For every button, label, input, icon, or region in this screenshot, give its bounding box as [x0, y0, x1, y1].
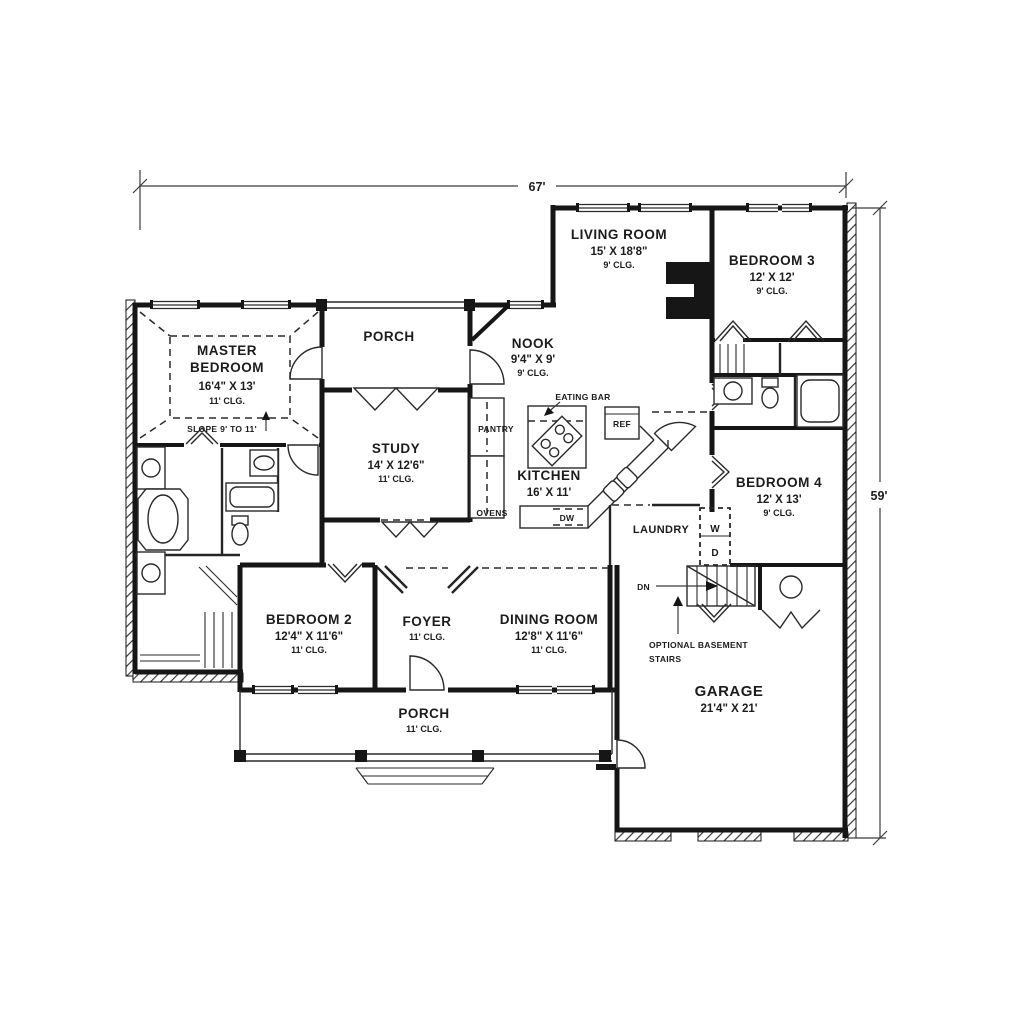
bedroom2-size: 12'4" X 11'6": [275, 631, 343, 643]
window: [557, 685, 595, 695]
refrigerator-label: REF: [613, 419, 631, 429]
nook-ceiling: 9' CLG.: [517, 368, 548, 378]
ovens-label: OVENS: [476, 508, 507, 518]
bedroom4-ceiling: 9' CLG.: [763, 508, 794, 518]
dryer-label: D: [711, 548, 718, 559]
fireplace: [666, 262, 712, 319]
master-door-arc: [289, 346, 323, 380]
window: [782, 203, 812, 213]
dining-room-size: 12'8" X 11'6": [515, 631, 583, 643]
french-door-right: [394, 387, 440, 412]
study-south-door-right: [408, 521, 440, 539]
foyer-entry-stubs: [376, 565, 479, 594]
water-heater: [779, 575, 803, 599]
garage-size: 21'4" X 21': [701, 703, 758, 715]
wall-openings: [184, 337, 743, 768]
nook-name: NOOK: [512, 336, 555, 351]
porch-steps: [355, 767, 495, 785]
garage-side-door-arc: [616, 739, 646, 769]
nook-size: 9'4" X 9': [511, 354, 555, 366]
garage-side-stoop: [596, 764, 616, 770]
window: [150, 300, 200, 310]
window: [576, 203, 630, 213]
dashed-lines: [139, 311, 708, 569]
kitchen-counter-south: [519, 505, 589, 529]
study-south-door-left: [380, 521, 412, 539]
slope-note: SLOPE 9' TO 11': [187, 424, 257, 434]
laundry-name: LAUNDRY: [633, 524, 689, 536]
window: [746, 203, 778, 213]
living-room-ceiling: 9' CLG.: [603, 260, 634, 270]
toilet-icon: [761, 387, 779, 409]
utility-area: [656, 507, 803, 634]
master-hall-door-arc: [287, 444, 319, 476]
bedroom2-ceiling: 11' CLG.: [291, 645, 327, 655]
porch-rails: [234, 299, 613, 785]
basement-note-2: STAIRS: [649, 654, 681, 664]
window: [252, 685, 294, 695]
down-label: DN: [637, 582, 650, 592]
bedroom3-size: 12' X 12': [749, 272, 794, 284]
living-room-size: 15' X 18'8": [591, 246, 648, 258]
foyer-ceiling: 11' CLG.: [409, 632, 445, 642]
porch-bottom-name: PORCH: [398, 706, 449, 721]
kitchen-name: KITCHEN: [517, 468, 581, 483]
window: [298, 685, 338, 695]
window: [241, 300, 291, 310]
foyer-name: FOYER: [402, 614, 451, 629]
refrigerator: [604, 406, 640, 440]
windows: [150, 203, 812, 695]
laundry-hall-door-arc: [653, 421, 697, 452]
sink-icon: [141, 563, 161, 583]
master-bath-fixtures: [136, 446, 279, 668]
nook-door-arc: [469, 349, 505, 385]
french-door-left: [352, 387, 398, 412]
dishwasher-label: DW: [560, 513, 575, 523]
bedroom3-name: BEDROOM 3: [729, 253, 815, 268]
basement-note-1: OPTIONAL BASEMENT: [649, 640, 748, 650]
washer-label: W: [710, 524, 720, 535]
master-bedroom-name-1: MASTER: [197, 343, 257, 358]
sink-icon: [723, 381, 743, 401]
kitchen-fixtures: [469, 397, 669, 529]
window: [507, 300, 544, 310]
front-door-arc: [409, 655, 445, 691]
master-bedroom-size: 16'4" X 13': [199, 381, 256, 393]
window: [516, 685, 552, 695]
pantry-label: PANTRY: [478, 424, 514, 434]
sink-icon: [141, 458, 161, 478]
dimension-height-label: 59': [871, 489, 888, 503]
toilet-tank: [761, 377, 779, 388]
closet-shelving: [140, 565, 238, 668]
closet-shelving: [719, 344, 745, 373]
dining-room-name: DINING ROOM: [500, 612, 599, 627]
kitchen-sink: [602, 466, 638, 502]
eating-bar-label: EATING BAR: [555, 392, 610, 402]
study-size: 14' X 12'6": [368, 460, 425, 472]
bedroom4-name: BEDROOM 4: [736, 475, 822, 490]
study-ceiling: 11' CLG.: [378, 474, 414, 484]
bedroom2-name: BEDROOM 2: [266, 612, 352, 627]
window: [638, 203, 692, 213]
dimension-width-label: 67': [529, 180, 546, 194]
dimension-lines: [132, 170, 888, 846]
cooktop: [531, 415, 583, 467]
master-bedroom-ceiling: 11' CLG.: [209, 396, 245, 406]
study-name: STUDY: [372, 441, 420, 456]
hall-bath-fixtures: [713, 344, 844, 428]
bedroom3-ceiling: 9' CLG.: [756, 286, 787, 296]
master-bedroom-name-2: BEDROOM: [190, 360, 264, 375]
garage-name: GARAGE: [695, 683, 764, 700]
labels: 67' 59' LIVING ROOM 15' X 18'8" 9' CLG. …: [187, 180, 887, 734]
living-room-name: LIVING ROOM: [571, 227, 667, 242]
porch-bottom-ceiling: 11' CLG.: [406, 724, 442, 734]
dining-room-ceiling: 11' CLG.: [531, 645, 567, 655]
porch-top-name: PORCH: [363, 329, 414, 344]
toilet-icon: [231, 522, 249, 546]
kitchen-size: 16' X 11': [527, 487, 572, 499]
bedroom4-size: 12' X 13': [756, 494, 801, 506]
tray-ceiling: [169, 335, 291, 419]
